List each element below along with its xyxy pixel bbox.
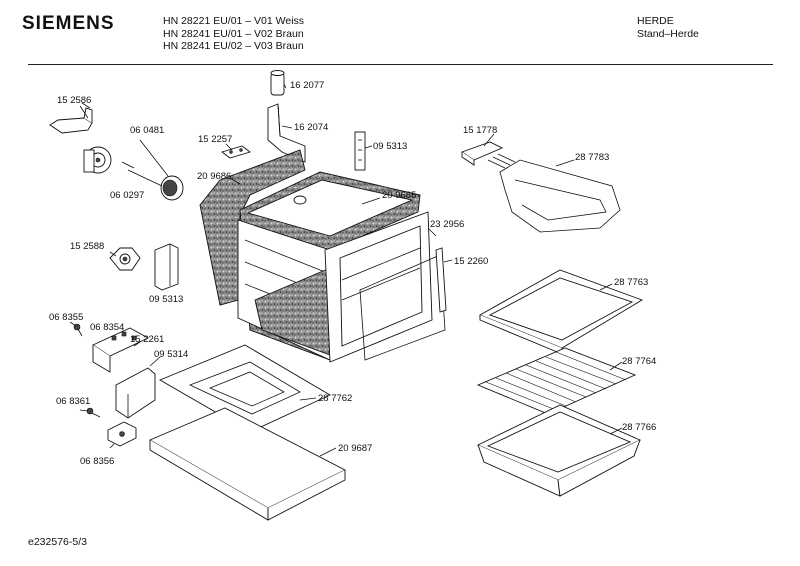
- wire-rack-287764: [476, 347, 637, 415]
- thermostat-060481: [83, 146, 112, 174]
- terminal-cover-151778: [461, 141, 504, 166]
- part-label: 06 0481: [130, 125, 164, 136]
- part-label: 09 5313: [149, 294, 183, 305]
- terminal-block-068354: [92, 327, 149, 373]
- part-label: 16 2077: [290, 80, 324, 91]
- bracket-095314: [115, 367, 156, 419]
- bottom-panel-209687: [148, 407, 346, 521]
- part-label: 15 2588: [70, 241, 104, 252]
- part-label: 16 2074: [294, 122, 328, 133]
- model-line: HN 28241 EU/01 – V02 Braun: [163, 27, 304, 40]
- part-label: 06 8356: [80, 456, 114, 467]
- duct-162074: [267, 103, 306, 163]
- hinge-095313-left: [154, 243, 179, 291]
- model-line: HN 28221 EU/01 – V01 Weiss: [163, 15, 305, 27]
- part-label: 20 9687: [338, 443, 372, 454]
- part-label: 15 2260: [454, 256, 488, 267]
- bracket-152586: [49, 102, 93, 134]
- door-seal-232956: [359, 254, 446, 361]
- part-label: 06 8354: [90, 322, 124, 333]
- switch-152588: [109, 247, 141, 271]
- part-label: 28 7766: [622, 422, 656, 433]
- oven-back-insulation-209686: [199, 149, 306, 306]
- header-divider: [28, 64, 773, 65]
- hinge-095313-top: [354, 131, 366, 171]
- part-label: 23 2956: [430, 219, 464, 230]
- cover-162077: [270, 70, 285, 96]
- deep-tray-287766: [476, 404, 642, 497]
- part-label: 06 8361: [56, 396, 90, 407]
- category-title: HERDE: [637, 15, 674, 27]
- oven-front-frame: [324, 211, 433, 363]
- part-label: 15 1778: [463, 125, 497, 136]
- part-label: 28 7762: [318, 393, 352, 404]
- model-list: HN 28221 EU/01 – V01 Weiss HN 28241 EU/0…: [163, 15, 304, 53]
- bracket-152257: [221, 145, 251, 159]
- part-label: 15 2261: [130, 334, 164, 345]
- document-id: e232576-5/3: [28, 536, 87, 548]
- part-label: 09 5313: [373, 141, 407, 152]
- part-label: 20 9686: [197, 171, 231, 182]
- part-label: 09 5314: [154, 349, 188, 360]
- brand-logo: SIEMENS: [22, 13, 115, 34]
- part-label: 06 0297: [110, 190, 144, 201]
- category-block: HERDE Stand–Herde: [637, 15, 699, 40]
- part-label: 28 7764: [622, 356, 656, 367]
- top-heating-element-287783: [487, 153, 621, 233]
- switch-068356: [107, 421, 137, 447]
- part-label: 15 2586: [57, 95, 91, 106]
- category-subtitle: Stand–Herde: [637, 27, 699, 40]
- hinge-152260: [435, 247, 447, 313]
- part-label: 06 8355: [49, 312, 83, 323]
- screw-068361: [86, 407, 101, 418]
- part-label: 28 7783: [575, 152, 609, 163]
- knob-060297: [121, 161, 184, 201]
- part-label: 28 7763: [614, 277, 648, 288]
- part-label: 15 2257: [198, 134, 232, 145]
- leader-lines: [69, 83, 623, 457]
- part-label: 20 9685: [382, 190, 416, 201]
- model-line: HN 28241 EU/02 – V03 Braun: [163, 40, 304, 52]
